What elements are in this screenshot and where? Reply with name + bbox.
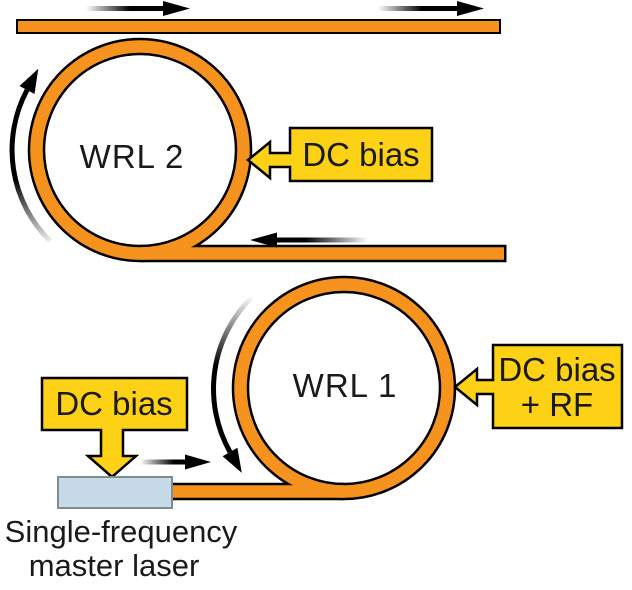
wrl1-label: WRL 1 [293,367,398,404]
flow-arrow-right-icon [83,1,190,16]
wrl2-ring-fiber [27,37,507,263]
output-bus-fiber [16,19,501,34]
master-laser-block [57,476,173,509]
flow-arrow-right-icon [140,454,211,470]
laser-dc-bias-label: DC bias [55,385,172,422]
callout-arrow-down-icon [40,376,189,479]
wrl1-dc-bias-rf-callout: DC bias + RF [453,343,624,430]
flow-arrow-left-icon [250,232,368,248]
wrl2-label: WRL 2 [80,138,185,175]
wrl2-rotation-arrow-icon [9,68,52,243]
laser-dc-bias-callout: DC bias [40,376,189,479]
laser-caption-line1: Single-frequency [5,514,238,549]
wrl2-dc-bias-callout: DC bias [246,126,434,183]
wrl1-dc-bias-label-line2: + RF [521,386,593,423]
wrl2-dc-bias-label: DC bias [302,136,419,173]
wrl1-ring-fiber [165,275,457,501]
laser-caption-line2: master laser [29,548,200,583]
flow-arrow-right-icon [377,1,484,16]
wrl1-rotation-arrow-icon [211,295,254,473]
callout-arrow-left-icon [453,343,624,430]
wrl1-dc-bias-label-line1: DC bias [498,351,615,388]
callout-arrow-left-icon [246,126,434,183]
